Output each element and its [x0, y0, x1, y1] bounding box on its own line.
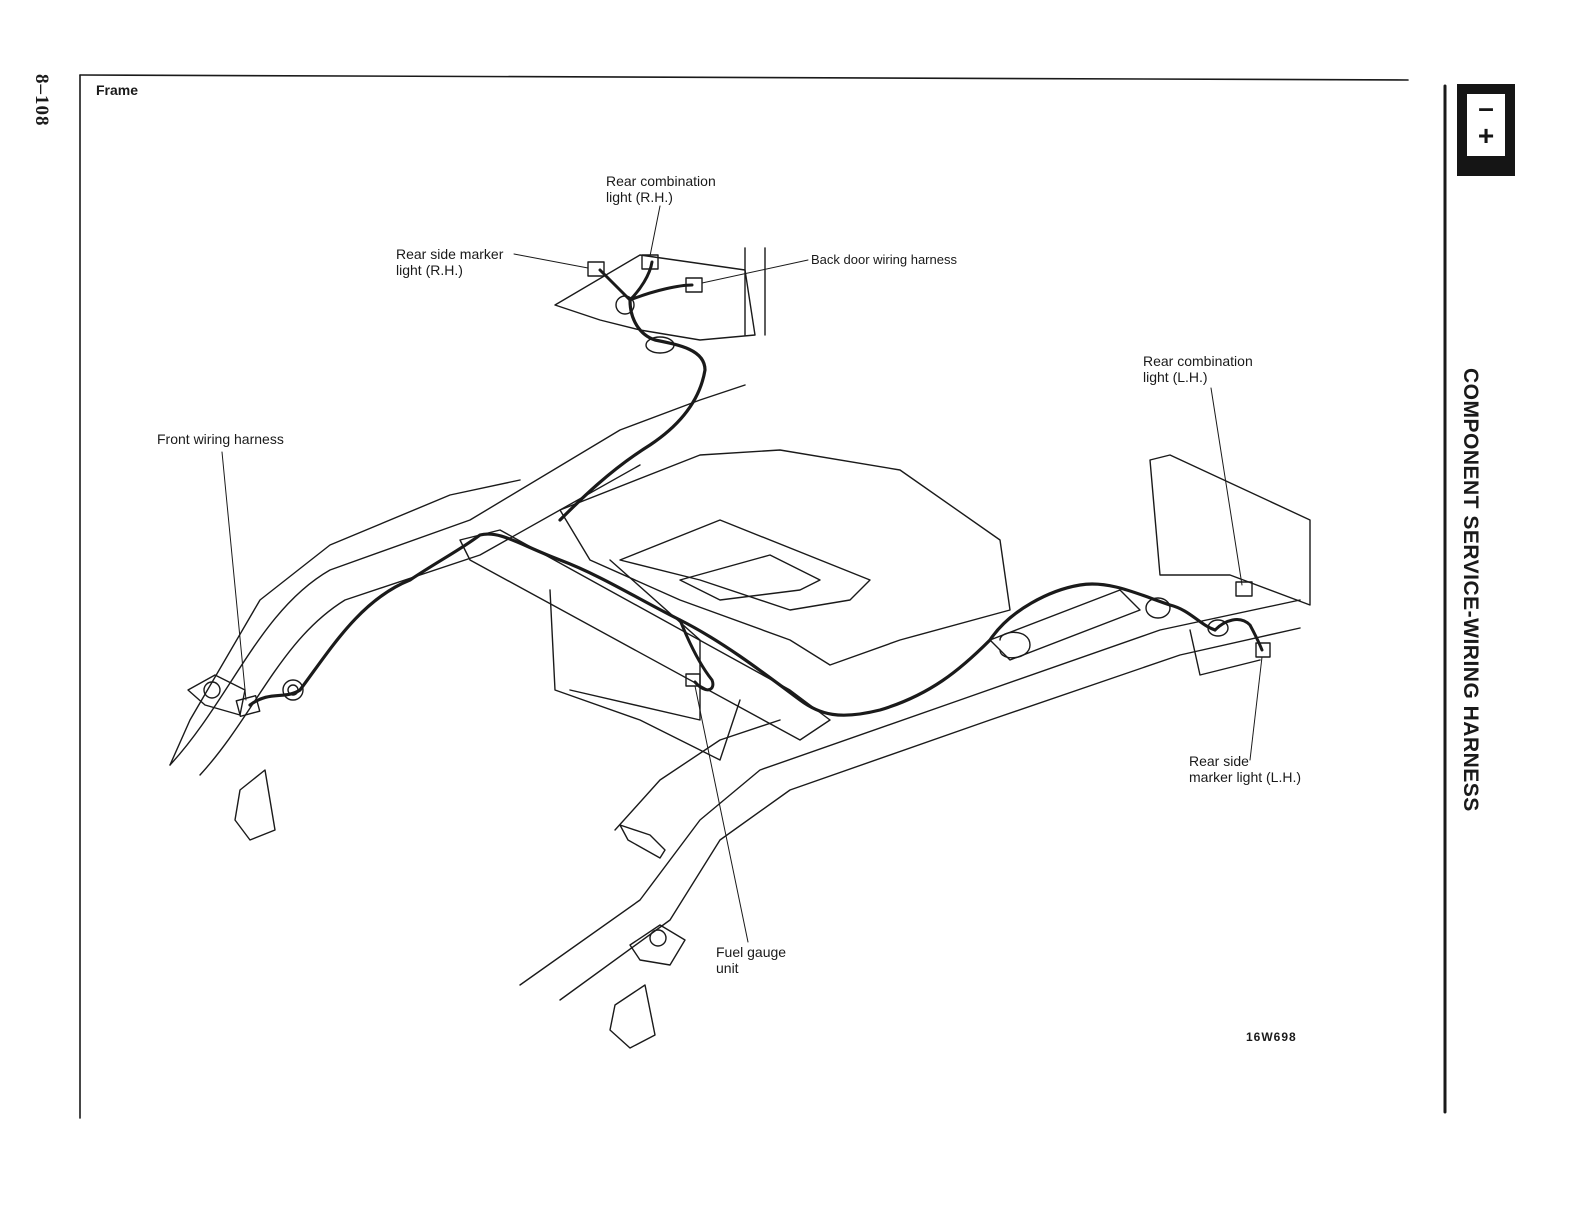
- plus-symbol: +: [1467, 122, 1505, 150]
- callout-back-door-harness: Back door wiring harness: [811, 252, 957, 268]
- connector-rh-marker: [588, 262, 604, 276]
- leader-rear-side-marker-lh: [1250, 657, 1262, 760]
- callout-rear-side-marker-lh: Rear side marker light (L.H.): [1189, 753, 1301, 785]
- cross-member-mid: [990, 590, 1140, 660]
- top-rule: [80, 75, 1408, 80]
- leader-front-wiring-harness: [222, 452, 246, 700]
- callout-rear-combination-rh: Rear combination light (R.H.): [606, 173, 716, 205]
- side-title: COMPONENT SERVICE-WIRING HARNESS: [1452, 368, 1482, 838]
- callout-rear-side-marker-rh: Rear side marker light (R.H.): [396, 246, 503, 278]
- frame-right-rail: [520, 600, 1300, 985]
- wiring-harness-upper: [560, 300, 705, 520]
- leader-rear-combination-rh: [650, 206, 660, 256]
- page-number: 8–108: [22, 74, 52, 144]
- battery-tab-icon: – +: [1457, 84, 1515, 176]
- minus-symbol: –: [1467, 94, 1505, 122]
- callout-rear-combination-lh: Rear combination light (L.H.): [1143, 353, 1253, 385]
- rear-panel-lh: [1150, 455, 1310, 605]
- wiring-rear-rh: [600, 262, 692, 300]
- leader-rear-side-marker-rh: [514, 254, 588, 268]
- figure-label: Frame: [96, 82, 138, 98]
- leader-back-door-harness: [702, 260, 808, 283]
- callout-fuel-gauge-unit: Fuel gauge unit: [716, 944, 786, 976]
- callout-front-wiring-harness: Front wiring harness: [157, 431, 284, 447]
- figure-code: 16W698: [1246, 1030, 1297, 1044]
- wiring-harness-main: [250, 534, 1215, 715]
- connector-lh-combination: [1236, 582, 1252, 596]
- connector-front: [236, 696, 259, 717]
- leader-fuel-gauge-unit: [695, 686, 748, 942]
